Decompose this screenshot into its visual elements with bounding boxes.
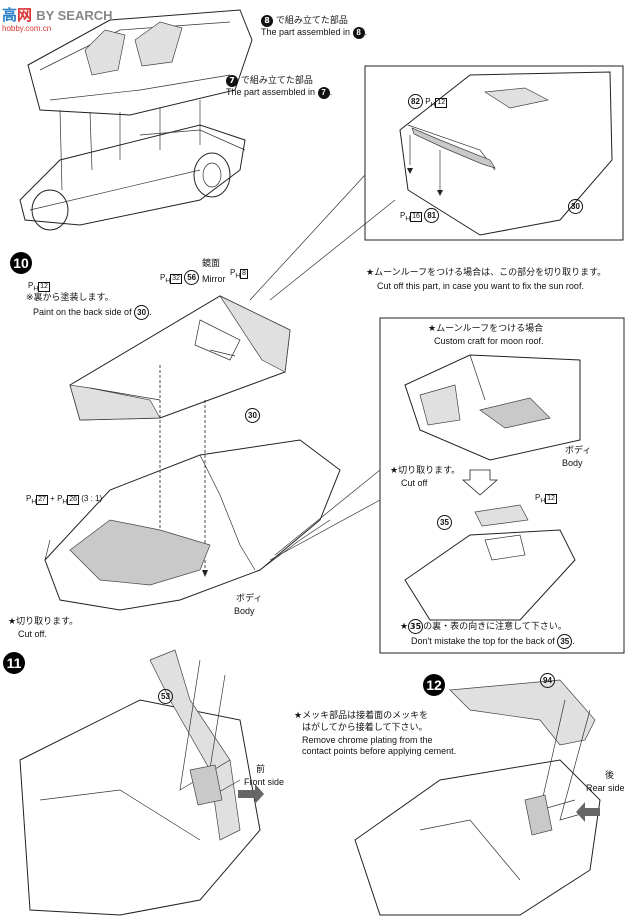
body-en: Body xyxy=(234,606,255,616)
part-35-badge-note-2: 35 xyxy=(557,634,573,649)
watermark-text: BY SEARCH xyxy=(36,8,113,23)
chrome-note-jp2: はがしてから接着して下さい。 xyxy=(302,723,428,733)
chrome-note-en2: contact points before applying cement. xyxy=(302,746,457,756)
part-30-badge: 30 xyxy=(568,199,583,214)
moonroof-inset-drawing xyxy=(404,354,581,621)
moonroof-note-en-wrap: Don't mistake the top for the back of 35… xyxy=(411,634,575,649)
moonroof-cut-jp: ★切り取ります。 xyxy=(390,466,461,476)
part-82-badge: 82 xyxy=(408,94,423,109)
mirror-jp: 鏡面 xyxy=(202,259,221,269)
cutoff-jp: ★切り取ります。 xyxy=(8,617,79,627)
ph-16-box: 16 xyxy=(410,212,422,222)
chrome-note-jp1: ★メッキ部品は接着面のメッキを xyxy=(294,711,429,721)
ph-12-box: 12 xyxy=(435,98,448,108)
moonroof-body-en: Body xyxy=(562,458,583,468)
front-side-jp: 前 xyxy=(256,765,266,775)
part-56-badge: 56 xyxy=(184,270,200,285)
hood-part-30-drawing xyxy=(69,295,291,421)
chassis-drawing xyxy=(19,124,246,231)
ph-12-box-inset: 12 xyxy=(545,494,557,504)
inset1-label-30: 30 xyxy=(568,196,583,214)
moonroof-title-en: Custom craft for moon roof. xyxy=(434,336,544,346)
interior-assembly-drawing xyxy=(27,9,253,191)
label-part-8-en: The part assembled in xyxy=(261,27,351,37)
label-part-7-en: The part assembled in xyxy=(226,87,316,97)
cutoff-en: Cut off. xyxy=(18,629,47,639)
step-11-number: 11 xyxy=(3,652,25,674)
ph-12-box-s10: 12 xyxy=(38,282,50,292)
moonroof-note-jp-post: の裏・表の向きに注意して下さい。 xyxy=(423,622,567,632)
moonroof-cut-en: Cut off xyxy=(401,478,428,488)
part-53-badge: 53 xyxy=(158,689,173,704)
part-30-badge-paint: 30 xyxy=(134,305,150,320)
mix-ratio: (3 : 1) xyxy=(81,494,103,503)
mirror-en: Mirror xyxy=(202,274,226,284)
step-ref-7-badge-2: 7 xyxy=(317,87,330,99)
label-part-7-jp: で組み立てた部品 xyxy=(240,76,313,86)
label-part-8: 8 で組み立てた部品 The part assembled in 8. xyxy=(261,15,368,39)
watermark-url: hobby.com.cn xyxy=(2,24,52,33)
moonroof-title-jp: ★ムーンルーフをつける場合 xyxy=(428,324,544,334)
part-81-badge: 81 xyxy=(424,208,440,223)
step10-paint-jp: ※裏から塗装します。 xyxy=(26,293,114,303)
ph-8-box: 8 xyxy=(240,269,249,279)
hood-label-30: 30 xyxy=(245,405,260,423)
sunroof-note-en: Cut off this part, in case you want to f… xyxy=(377,281,584,291)
label-part-8-jp: で組み立てた部品 xyxy=(275,16,348,26)
step-ref-8-badge: 8 xyxy=(261,15,273,27)
step-10-number: 10 xyxy=(10,252,32,274)
rear-side-en: Rear side xyxy=(586,783,625,793)
moonroof-note-en: Don't mistake the top for the back of xyxy=(411,636,555,646)
moonroof-label-35: 35 xyxy=(437,512,452,530)
chrome-note-en1: Remove chrome plating from the xyxy=(302,735,433,745)
watermark-char-right: 网 xyxy=(17,7,33,24)
sunroof-note-jp: ★ムーンルーフをつける場合は、この部分を切り取ります。 xyxy=(366,268,607,278)
step11-drawing xyxy=(19,649,264,916)
step-12-number: 12 xyxy=(423,674,445,696)
rear-side-jp: 後 xyxy=(605,771,615,781)
step-ref-7-badge: 7 xyxy=(226,75,238,87)
body-jp: ボディ xyxy=(236,594,263,604)
watermark-char-left: 高 xyxy=(2,7,18,24)
part-30-badge-hood: 30 xyxy=(245,408,260,423)
body-drawing xyxy=(44,439,341,611)
label-part-7: 7 で組み立てた部品 The part assembled in 7. xyxy=(226,75,333,99)
front-side-en: Front side xyxy=(244,777,285,787)
step10-paint-en: Paint on the back side of xyxy=(33,307,132,317)
part-94-badge: 94 xyxy=(540,673,555,688)
moonroof-body-jp: ボディ xyxy=(565,446,592,456)
step11-label-53: 53 xyxy=(158,686,173,704)
hood-inset-drawing xyxy=(399,71,613,236)
step12-drawing xyxy=(354,679,601,916)
step-ref-8-badge-2: 8 xyxy=(352,27,365,39)
ph-32-box: 32 xyxy=(170,274,182,284)
moonroof-note-jp-pre: ★ xyxy=(400,622,409,632)
step12-label-94: 94 xyxy=(540,670,555,688)
step10-paint-en-wrap: Paint on the back side of 30. xyxy=(33,305,152,320)
ph-26-box: 26 xyxy=(67,495,80,505)
part-35-badge: 35 xyxy=(437,515,452,530)
ph-27-box: 27 xyxy=(36,495,48,505)
watermark: 高网 BY SEARCH xyxy=(2,4,113,25)
part-35-badge-note: 35 xyxy=(408,619,424,634)
